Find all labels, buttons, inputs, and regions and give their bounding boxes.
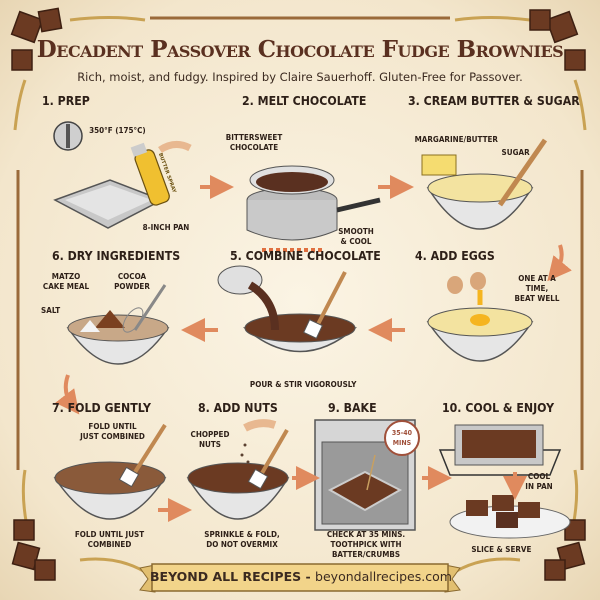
step-heading: 4. ADD EGGS <box>415 248 495 263</box>
double-boiler-icon <box>246 165 381 252</box>
page-subtitle: Rich, moist, and fudgy. Inspired by Clai… <box>77 70 523 84</box>
step-heading: 7. FOLD GENTLY <box>52 400 152 415</box>
cooling-rack-icon <box>438 424 562 476</box>
mixing-bowl-icon <box>66 310 170 365</box>
mixing-bowl-icon <box>426 307 534 362</box>
step-note: SUGAR <box>501 148 530 157</box>
footer-banner-ribbon <box>139 563 461 593</box>
egg-icon <box>447 272 486 305</box>
step-note: SLICE & SERVE <box>471 545 532 554</box>
step-note: SPRINKLE & FOLD, DO NOT OVERMIX <box>204 530 280 549</box>
spray-can-icon <box>130 141 192 206</box>
decorative-border <box>16 16 584 470</box>
brownie-plate-icon <box>449 495 571 539</box>
step-note: MATZO CAKE MEAL <box>42 272 90 291</box>
step-note: FOLD UNTIL JUST COMBINED <box>74 530 145 549</box>
step-note: COOL IN PAN <box>525 472 553 491</box>
step-note: SMOOTH & COOL <box>338 227 374 246</box>
step-heading: 5. COMBINE CHOCOLATE <box>230 248 381 263</box>
footer-url[interactable]: beyondallrecipes.com <box>315 569 452 584</box>
step-note: FOLD UNTIL JUST COMBINED <box>80 422 145 441</box>
timer-icon <box>384 420 420 456</box>
mixing-bowl-icon <box>421 138 548 230</box>
hand-sprinkling-nuts <box>240 419 277 464</box>
mixing-bowl-icon <box>217 265 358 353</box>
oven-dial-icon <box>53 121 83 151</box>
timer-label: 35-40 MINS <box>391 429 413 447</box>
step-heading: 9. BAKE <box>328 400 377 415</box>
step-note: ONE AT A TIME, BEAT WELL <box>514 274 560 303</box>
mixing-bowl-icon <box>53 461 167 520</box>
step-heading: 3. CREAM BUTTER & SUGAR <box>408 93 580 108</box>
step-heading: 2. MELT CHOCOLATE <box>242 93 367 108</box>
spatula-icon <box>118 423 167 488</box>
footer-separator: - <box>301 569 316 584</box>
step-note: 8-INCH PAN <box>142 223 190 232</box>
oven-icon <box>314 419 416 531</box>
step-heading: 10. COOL & ENJOY <box>442 400 555 415</box>
step-note: BITTERSWEET CHOCOLATE <box>225 133 283 152</box>
mixing-bowl-icon <box>186 462 290 520</box>
footer-brand: BEYOND ALL RECIPES <box>150 569 302 584</box>
step-heading: 8. ADD NUTS <box>198 400 278 415</box>
footer-banner: BEYOND ALL RECIPES - beyondallrecipes.co… <box>150 564 452 590</box>
step-note: MARGARINE/BUTTER <box>414 135 498 144</box>
step-heading: 6. DRY INGREDIENTS <box>52 248 181 263</box>
chocolate-square-icon <box>10 7 586 581</box>
step-note: COCOA POWDER <box>114 272 150 291</box>
arrow-icon <box>55 175 572 522</box>
page-title: Decadent Passover Chocolate Fudge Browni… <box>36 36 564 63</box>
step-note: CHECK AT 35 MINS. TOOTHPICK WITH BATTER/… <box>326 530 406 559</box>
spatula-icon <box>303 271 347 339</box>
step-heading: 1. PREP <box>42 93 90 108</box>
whisk-icon <box>122 284 167 333</box>
step-note: SALT <box>41 306 61 315</box>
step-note: CHOPPED NUTS <box>190 430 230 449</box>
step-note: 350°F (175°C) <box>89 126 146 135</box>
step-note: POUR & STIR VIGOROUSLY <box>249 380 357 389</box>
spatula-icon <box>247 428 289 490</box>
